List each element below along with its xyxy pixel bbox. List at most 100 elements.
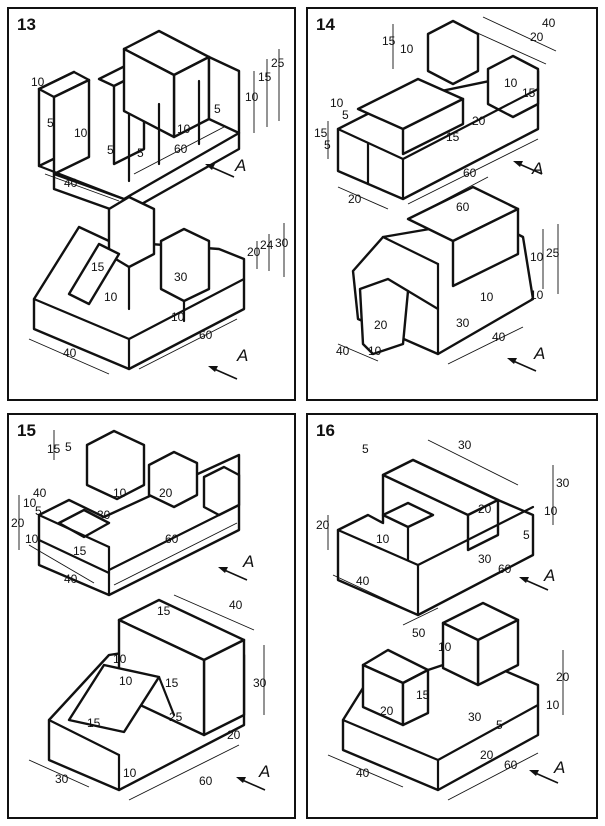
dim-label: 40 (336, 344, 350, 358)
dim-label: 25 (169, 710, 183, 724)
isometric-part-13a (37, 29, 241, 216)
dim-label: 40 (356, 574, 370, 588)
dim-label: 5 (35, 504, 42, 518)
dim-label: 20 (478, 502, 492, 516)
dim-label: 30 (97, 508, 111, 522)
dim-label: 60 (498, 562, 512, 576)
isometric-part-14b (351, 185, 535, 356)
svg-text:A: A (236, 346, 248, 365)
dim-label: 20 (530, 30, 544, 44)
dim-label: 5 (342, 108, 349, 122)
exercise-number: 14 (316, 15, 335, 34)
dim-label: 5 (496, 718, 503, 732)
dimension-lines-14a: 40 20 15 10 10 5 15 5 10 15 20 15 20 60 (314, 16, 557, 210)
isometric-part-16b (341, 601, 540, 792)
svg-text:A: A (543, 566, 555, 585)
dim-label: 30 (556, 476, 570, 490)
dim-label: 20 (480, 748, 494, 762)
isometric-part-14a (336, 19, 540, 201)
exercise-panel-13: 13 10 5 10 5 5 (7, 7, 296, 401)
dim-label: 30 (55, 772, 69, 786)
dim-label: 10 (113, 486, 127, 500)
view-direction-arrow: A (507, 344, 545, 372)
exercise-number: 16 (316, 421, 335, 440)
dim-label: 10 (376, 532, 390, 546)
dim-label: 5 (324, 138, 331, 152)
dim-label: 10 (504, 76, 518, 90)
dimension-lines-14b: 60 10 25 10 10 20 10 30 40 40 (336, 176, 560, 365)
dimension-lines-15b: 40 15 10 10 15 30 25 15 20 30 10 60 (28, 594, 267, 801)
dim-label: 10 (23, 496, 37, 510)
dim-label: 15 (382, 34, 396, 48)
dim-label: 60 (174, 142, 188, 156)
dimension-lines-13a: 10 5 10 5 5 10 60 5 10 15 25 40 (31, 49, 285, 202)
view-direction-arrow: A (208, 346, 248, 380)
dim-label: 25 (546, 246, 560, 260)
dim-label: 40 (64, 176, 78, 190)
svg-text:A: A (553, 758, 565, 777)
dim-label: 60 (456, 200, 470, 214)
dimension-lines-15a: 15 5 10 20 30 40 5 10 20 10 15 60 40 (11, 430, 238, 586)
drawing-13: 10 5 10 5 5 10 60 5 10 15 25 40 A (28, 29, 289, 380)
dim-label: 10 (530, 250, 544, 264)
dim-label: 10 (177, 122, 191, 136)
dim-label: 30 (275, 236, 289, 250)
dim-label: 24 (260, 238, 274, 252)
view-direction-arrow: A (513, 159, 543, 178)
svg-text:A: A (258, 762, 270, 781)
dim-label: 10 (104, 290, 118, 304)
dimension-lines-16b: 50 10 15 20 20 10 30 5 20 60 40 (327, 607, 570, 801)
dim-label: 20 (348, 192, 362, 206)
dim-label: 15 (157, 604, 171, 618)
dim-label: 10 (31, 75, 45, 89)
dim-label: 20 (472, 114, 486, 128)
dim-label: 10 (480, 290, 494, 304)
exercise-number: 13 (17, 15, 36, 34)
dim-label: 20 (227, 728, 241, 742)
dim-label: 10 (25, 532, 39, 546)
svg-text:A: A (242, 552, 254, 571)
dim-label: 10 (171, 310, 185, 324)
dim-label: 10 (546, 698, 560, 712)
dim-label: 15 (446, 130, 460, 144)
dim-label: 10 (123, 766, 137, 780)
dim-label: 20 (159, 486, 173, 500)
dim-label: 25 (271, 56, 285, 70)
view-direction-arrow: A (205, 156, 246, 178)
view-direction-arrow: A (218, 552, 254, 581)
dim-label: 40 (542, 16, 556, 30)
dim-label: 10 (368, 344, 382, 358)
dim-label: 10 (330, 96, 344, 110)
exercise-number: 15 (17, 421, 36, 440)
dim-label: 10 (113, 652, 127, 666)
isometric-part-15b (47, 598, 246, 792)
svg-text:A: A (234, 156, 246, 175)
dim-label: 10 (119, 674, 133, 688)
dim-label: 60 (199, 328, 213, 342)
svg-text:A: A (533, 344, 545, 363)
dim-label: 20 (247, 245, 261, 259)
svg-text:A: A (531, 159, 543, 178)
exercise-panel-15: 15 15 5 10 20 30 40 5 10 20 10 (7, 413, 296, 819)
dim-label: 30 (253, 676, 267, 690)
dim-label: 20 (374, 318, 388, 332)
dim-label: 20 (380, 704, 394, 718)
isometric-part-16a (336, 458, 535, 617)
dim-label: 5 (362, 442, 369, 456)
dim-label: 15 (87, 716, 101, 730)
dim-label: 60 (504, 758, 518, 772)
dim-label: 15 (258, 70, 272, 84)
dim-label: 5 (523, 528, 530, 542)
dim-label: 10 (544, 504, 558, 518)
dim-label: 5 (65, 440, 72, 454)
dim-label: 10 (530, 288, 544, 302)
dim-label: 10 (245, 90, 259, 104)
dim-label: 40 (229, 598, 243, 612)
dim-label: 5 (47, 116, 54, 130)
dim-label: 15 (91, 260, 105, 274)
dim-label: 30 (478, 552, 492, 566)
dim-label: 15 (416, 688, 430, 702)
dim-label: 15 (47, 442, 61, 456)
dim-label: 20 (316, 518, 330, 532)
drawing-16: 5 30 30 20 10 20 10 5 30 60 40 A (316, 438, 570, 801)
